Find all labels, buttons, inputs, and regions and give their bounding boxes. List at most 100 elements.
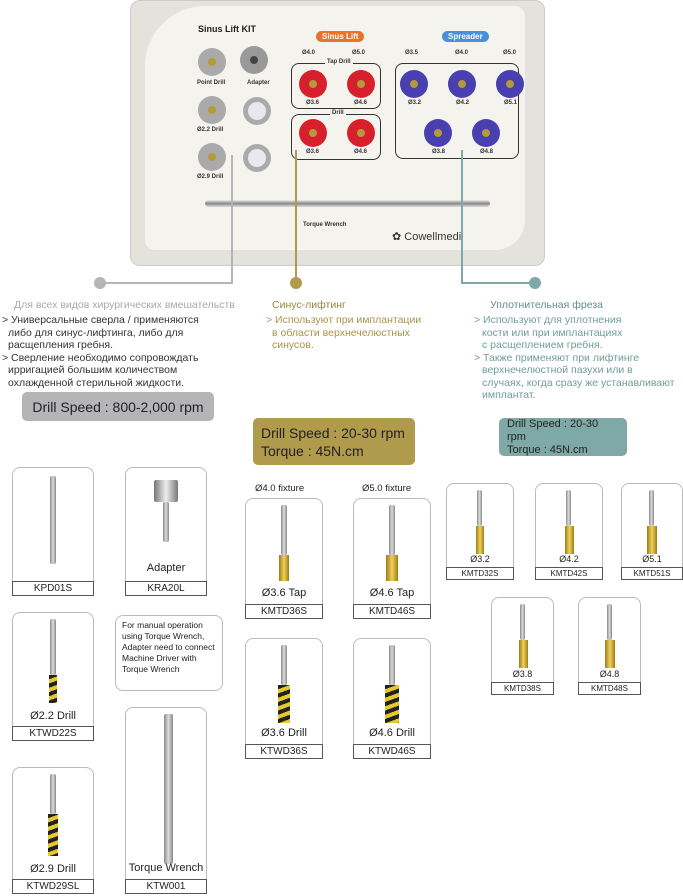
kit-label: Ø3.6: [306, 100, 320, 106]
desc-line: ирригацией большим количеством: [8, 364, 178, 376]
grey-dot: [94, 277, 106, 289]
desc-line: расщепления гребня.: [8, 339, 114, 351]
kit-label: Ø2.2 Drill: [197, 127, 224, 133]
product-code: KMTD32S: [446, 567, 514, 580]
drill29-socket: [198, 143, 226, 171]
product-name: Ø4.8: [599, 669, 620, 679]
empty-socket: [243, 144, 271, 172]
point-drill-socket: [198, 48, 226, 76]
kit-label: Ø4.0: [302, 50, 316, 56]
product-name: Ø5.1: [642, 554, 662, 564]
tap-socket: [299, 70, 327, 98]
spreader-pill: Spreader: [442, 31, 489, 42]
desc-line: > Также применяют при лифтинге: [474, 351, 640, 364]
general-desc: > Универсальные сверла / применяются либ…: [2, 314, 199, 389]
product-name: Ø3.8: [512, 669, 533, 679]
drill-socket: [299, 119, 327, 147]
product-code: KRA20L: [125, 581, 207, 596]
olive-dot: [290, 277, 302, 289]
spreader-socket: [448, 70, 476, 98]
product-card-kmtd48s: Ø4.8 KMTD48S: [578, 597, 641, 695]
product-card-ktwd46s: Ø4.6 Drill KTWD46S: [353, 638, 431, 759]
kit-label: Adapter: [247, 80, 270, 86]
product-name: Ø3.6 Tap: [261, 587, 307, 599]
kit-label: Ø5.0: [503, 50, 517, 56]
spreader-socket: [424, 119, 452, 147]
kit-label: Ø3.5: [405, 50, 419, 56]
product-name: Torque Wrench: [128, 862, 204, 874]
brand-logo: ✿ Cowellmedi: [392, 231, 462, 243]
desc-line: > Используют при имплантации: [266, 314, 422, 326]
adapter-note: For manual operation using Torque Wrench…: [115, 615, 223, 691]
fixture-label: Ø4.0 fixture: [255, 483, 305, 494]
product-card-kmtd38s: Ø3.8 KMTD38S: [491, 597, 554, 695]
desc-line: синусов.: [272, 339, 314, 351]
product-card-ktwd36s: Ø3.6 Drill KTWD36S: [245, 638, 323, 759]
product-name: Ø4.6 Tap: [369, 587, 415, 599]
torque-text: Torque : 45N.cm: [261, 442, 364, 459]
teal-connector: [461, 150, 535, 284]
product-name: Ø4.6 Drill: [369, 727, 415, 739]
product-code: KTWD36S: [245, 744, 323, 759]
spreader-socket: [472, 119, 500, 147]
speed-text: Drill Speed : 800-2,000 rpm: [32, 398, 204, 415]
product-code: KMTD36S: [245, 604, 323, 619]
desc-line: с расщеплением гребня.: [482, 339, 603, 351]
product-name: Ø3.2: [470, 554, 490, 564]
fixture-label: Ø5.0 fixture: [362, 483, 412, 494]
kit-label: Ø4.6: [354, 100, 368, 106]
kit-label: Tap Drill: [325, 59, 353, 65]
speed-text: Drill Speed : 20-30 rpm: [261, 424, 405, 441]
desc-line: охлажденной стерильной жидкости.: [8, 376, 185, 389]
spreader-desc: > Используют для уплотнения кости или пр…: [474, 314, 675, 402]
kit-title: Sinus Lift KIT: [198, 24, 256, 34]
sinus-title: Синус-лифтинг: [272, 299, 346, 311]
torque-wrench-in-kit: [205, 200, 490, 207]
kit-label: Ø3.6: [306, 149, 320, 155]
sinus-desc: > Используют при имплантации в области в…: [266, 314, 421, 352]
kit-label: Ø4.8: [480, 149, 494, 155]
speed-badge-general: Drill Speed : 800-2,000 rpm: [22, 392, 214, 421]
kit-label: Ø3.8: [432, 149, 446, 155]
desc-line: > Используют для уплотнения: [474, 314, 622, 326]
product-card-kmtd36s: Ø3.6 Tap KMTD36S: [245, 498, 323, 619]
sinus-lift-pill: Sinus Lift: [316, 31, 365, 42]
product-name: Ø3.6 Drill: [261, 727, 307, 739]
desc-line: > Сверление необходимо сопровождать: [2, 351, 199, 364]
kit-label: Ø3.2: [408, 100, 422, 106]
spreader-group: [395, 63, 519, 159]
kit-label: Torque Wrench: [303, 222, 347, 228]
kit-label: Ø5.0: [352, 50, 366, 56]
product-card-ktw001: Torque Wrench KTW001: [125, 707, 207, 894]
desc-line: имплантат.: [482, 389, 536, 401]
desc-line: в области верхнечелюстных: [272, 326, 410, 339]
product-name: Ø2.2 Drill: [30, 710, 76, 722]
desc-line: > Универсальные сверла / применяются: [2, 314, 199, 326]
product-code: KMTD51S: [621, 567, 683, 580]
torque-text: Torque : 45N.cm: [507, 443, 588, 456]
product-name: Ø2.9 Drill: [30, 863, 76, 875]
speed-text: Drill Speed : 20-30 rpm: [507, 417, 599, 443]
product-name: Ø4.2: [559, 554, 579, 564]
product-code: KTWD29SL: [12, 879, 94, 894]
product-card-ktwd22s: Ø2.2 Drill KTWD22S: [12, 612, 94, 741]
product-name: Adapter: [146, 562, 186, 574]
grey-connector: [100, 155, 233, 284]
brand-name: Cowellmedi: [404, 231, 462, 243]
kit-label: Point Drill: [197, 80, 226, 86]
kit-label: Ø4.0: [455, 50, 469, 56]
product-code: KTWD46S: [353, 744, 431, 759]
teal-dot: [529, 277, 541, 289]
product-code: KMTD42S: [535, 567, 603, 580]
desc-line: случаях, когда сразу же устанавливают: [482, 376, 675, 389]
product-code: KMTD48S: [578, 682, 641, 695]
kit-label: Ø4.2: [456, 100, 470, 106]
kit-label: Drill: [330, 110, 346, 116]
product-card-kmtd32s: Ø3.2 KMTD32S: [446, 483, 514, 580]
tap-socket: [347, 70, 375, 98]
product-code: KMTD38S: [491, 682, 554, 695]
empty-socket: [243, 97, 271, 125]
product-code: KTW001: [125, 879, 207, 894]
connector-lines: [94, 150, 541, 289]
